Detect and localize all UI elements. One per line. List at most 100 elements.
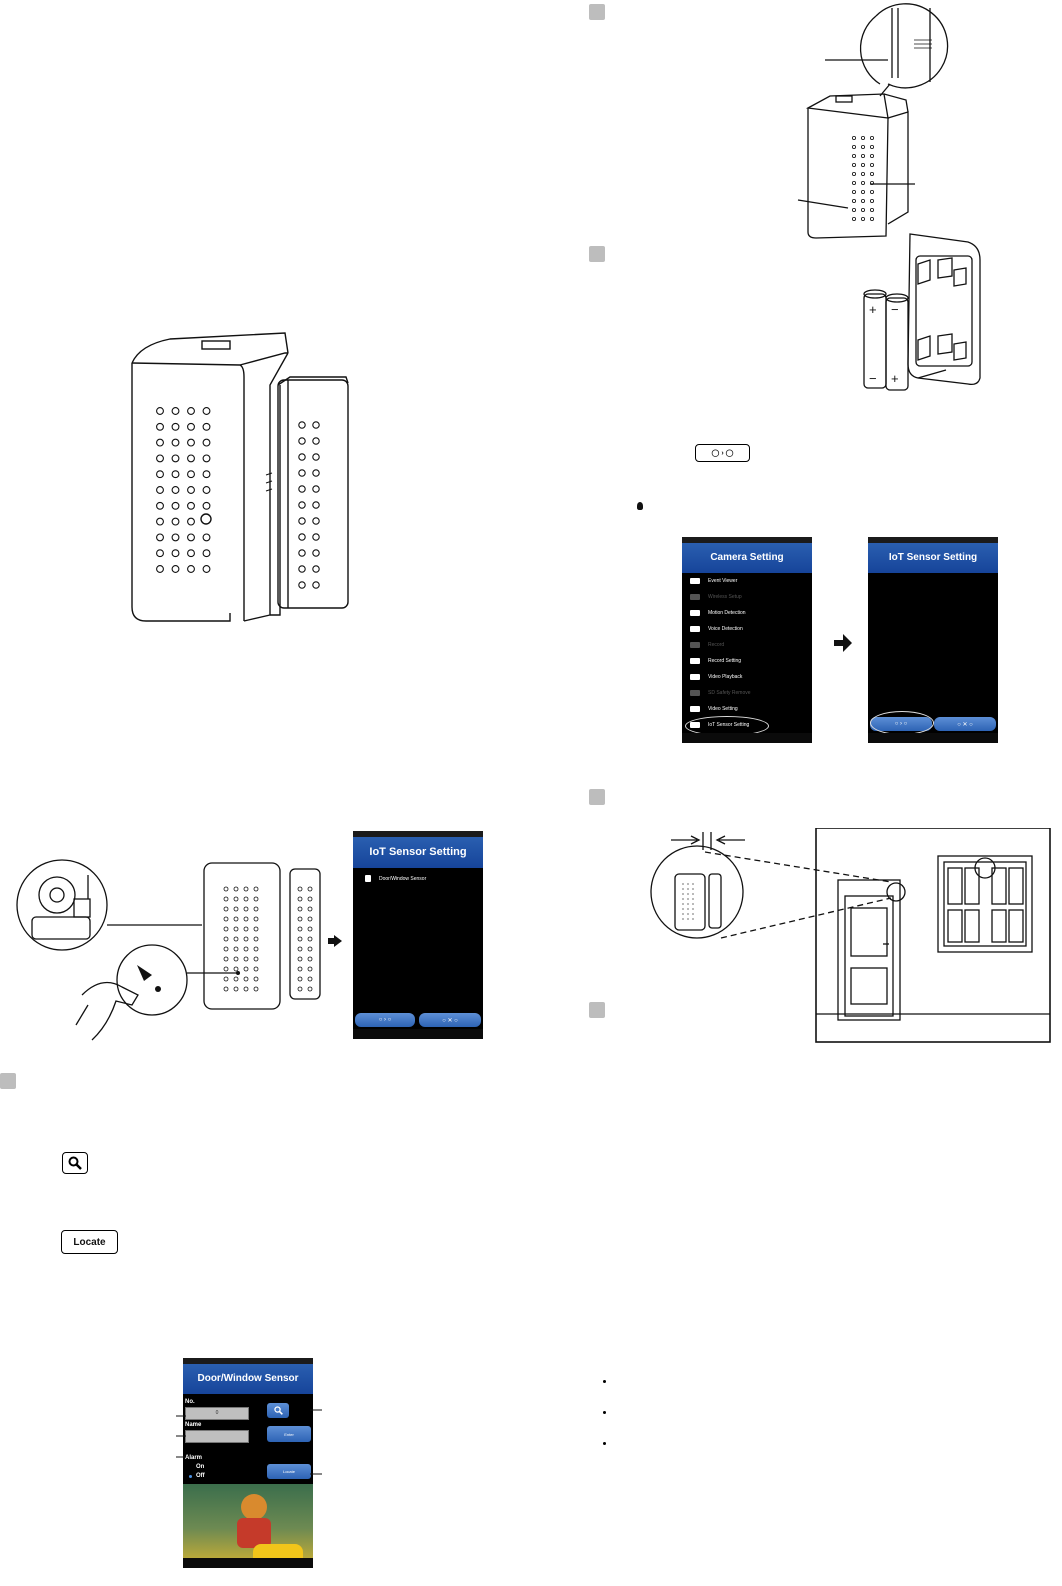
vent-hole: [187, 549, 195, 558]
vent-hole: [253, 886, 259, 892]
vent-hole: [223, 906, 229, 912]
menu-video-setting[interactable]: Video Setting: [690, 706, 738, 712]
vent-hole: [171, 549, 180, 558]
vent-hole: [243, 966, 249, 972]
vent-hole: [171, 486, 180, 494]
vent-hole: [861, 153, 866, 158]
step-marker-left: [0, 1073, 16, 1089]
search-button[interactable]: [62, 1152, 88, 1174]
vent-hole: [243, 916, 249, 922]
vent-hole: [202, 549, 211, 558]
pair-sensor-button[interactable]: ◯ › ◯: [695, 444, 750, 462]
menu-sd-safety-remove[interactable]: SD Safety Remove: [690, 690, 751, 696]
vent-hole: [171, 407, 180, 415]
vent-hole: [243, 896, 249, 902]
door-window-sensor-item[interactable]: Door/Window Sensor: [365, 875, 426, 882]
vent-hole: [307, 956, 313, 962]
remove-sensor-button[interactable]: ○ ✕ ○: [934, 717, 996, 731]
bullet-3: [603, 1442, 606, 1445]
vent-hole: [156, 501, 164, 510]
vent-hole: [156, 517, 164, 526]
vent-hole: [307, 916, 313, 922]
vent-hole: [202, 422, 211, 431]
vent-hole: [692, 918, 694, 920]
vent-hole: [187, 422, 195, 431]
vent-hole: [253, 896, 259, 902]
door-sensor-icon: [365, 875, 371, 882]
enter-button-app[interactable]: Enter: [267, 1426, 311, 1442]
battery-illustration: [863, 233, 981, 391]
vent-hole: [298, 485, 306, 493]
vent-hole: [297, 886, 303, 892]
vent-hole: [202, 533, 211, 542]
vent-hole: [156, 422, 164, 431]
vent-hole: [298, 565, 306, 573]
vent-hole: [852, 216, 857, 221]
vent-hole: [171, 565, 180, 573]
vent-hole: [202, 407, 211, 415]
step-marker-3: [589, 789, 605, 805]
vent-hole: [233, 966, 239, 972]
battery-minus-top: −: [891, 302, 899, 317]
vent-hole: [223, 966, 229, 972]
menu-voice-detection[interactable]: Voice Detection: [690, 626, 743, 632]
step-marker-1: [589, 4, 605, 20]
screen-title: IoT Sensor Setting: [868, 543, 998, 573]
vent-hole: [692, 883, 694, 885]
vent-hole: [861, 189, 866, 194]
vent-hole: [852, 171, 857, 176]
vent-hole: [223, 916, 229, 922]
vent-hole: [682, 918, 684, 920]
vent-hole: [852, 135, 857, 140]
search-button-app[interactable]: [267, 1403, 289, 1418]
vent-hole: [171, 454, 180, 463]
vent-hole: [253, 926, 259, 932]
vent-hole: [687, 893, 689, 895]
menu-motion-detection[interactable]: Motion Detection: [690, 610, 746, 616]
vent-hole: [870, 144, 875, 149]
vent-hole: [312, 501, 320, 509]
menu-event-viewer[interactable]: Event Viewer: [690, 578, 737, 584]
vent-hole: [171, 501, 180, 510]
vent-hole: [312, 453, 320, 461]
installation-illustration: [650, 828, 1051, 1043]
vent-hole: [682, 893, 684, 895]
vent-hole: [171, 422, 180, 431]
vent-hole: [233, 986, 239, 992]
iot-sensor-setting-screen-top: IoT Sensor Setting ○ › ○ ○ ✕ ○: [868, 537, 998, 743]
vent-hole: [682, 903, 684, 905]
vent-hole: [870, 189, 875, 194]
menu-record-setting[interactable]: Record Setting: [690, 658, 741, 664]
battery-plus-bottom: +: [891, 371, 899, 386]
locate-button-app[interactable]: Locate: [267, 1464, 311, 1479]
vent-hole: [298, 469, 306, 477]
alarm-off-option[interactable]: Off: [196, 1473, 205, 1479]
menu-wireless-setup[interactable]: Wireless Setup: [690, 594, 742, 600]
vent-hole: [682, 888, 684, 890]
vent-hole: [297, 926, 303, 932]
vent-hole: [223, 986, 229, 992]
alarm-on-option[interactable]: On: [196, 1464, 205, 1470]
vent-hole: [171, 470, 180, 479]
vent-hole: [682, 908, 684, 910]
remove-sensor-button[interactable]: ○ ✕ ○: [419, 1013, 481, 1027]
vent-hole: [312, 533, 320, 541]
sd-card-icon: [690, 690, 700, 696]
vent-hole: [852, 189, 857, 194]
locate-button[interactable]: Locate: [61, 1230, 118, 1254]
vent-hole: [861, 198, 866, 203]
vent-hole: [156, 565, 164, 573]
vent-hole: [233, 906, 239, 912]
vent-hole: [233, 956, 239, 962]
vent-hole: [307, 906, 313, 912]
add-sensor-button[interactable]: ○ › ○: [355, 1013, 415, 1027]
vent-hole: [307, 976, 313, 982]
menu-record[interactable]: Record: [690, 642, 724, 648]
battery-plus-top: +: [869, 302, 877, 317]
vent-hole: [233, 916, 239, 922]
vent-hole: [297, 896, 303, 902]
vent-hole: [187, 407, 195, 415]
vent-hole: [298, 501, 306, 509]
no-field[interactable]: 0: [185, 1407, 249, 1420]
menu-video-playback[interactable]: Video Playback: [690, 674, 742, 680]
